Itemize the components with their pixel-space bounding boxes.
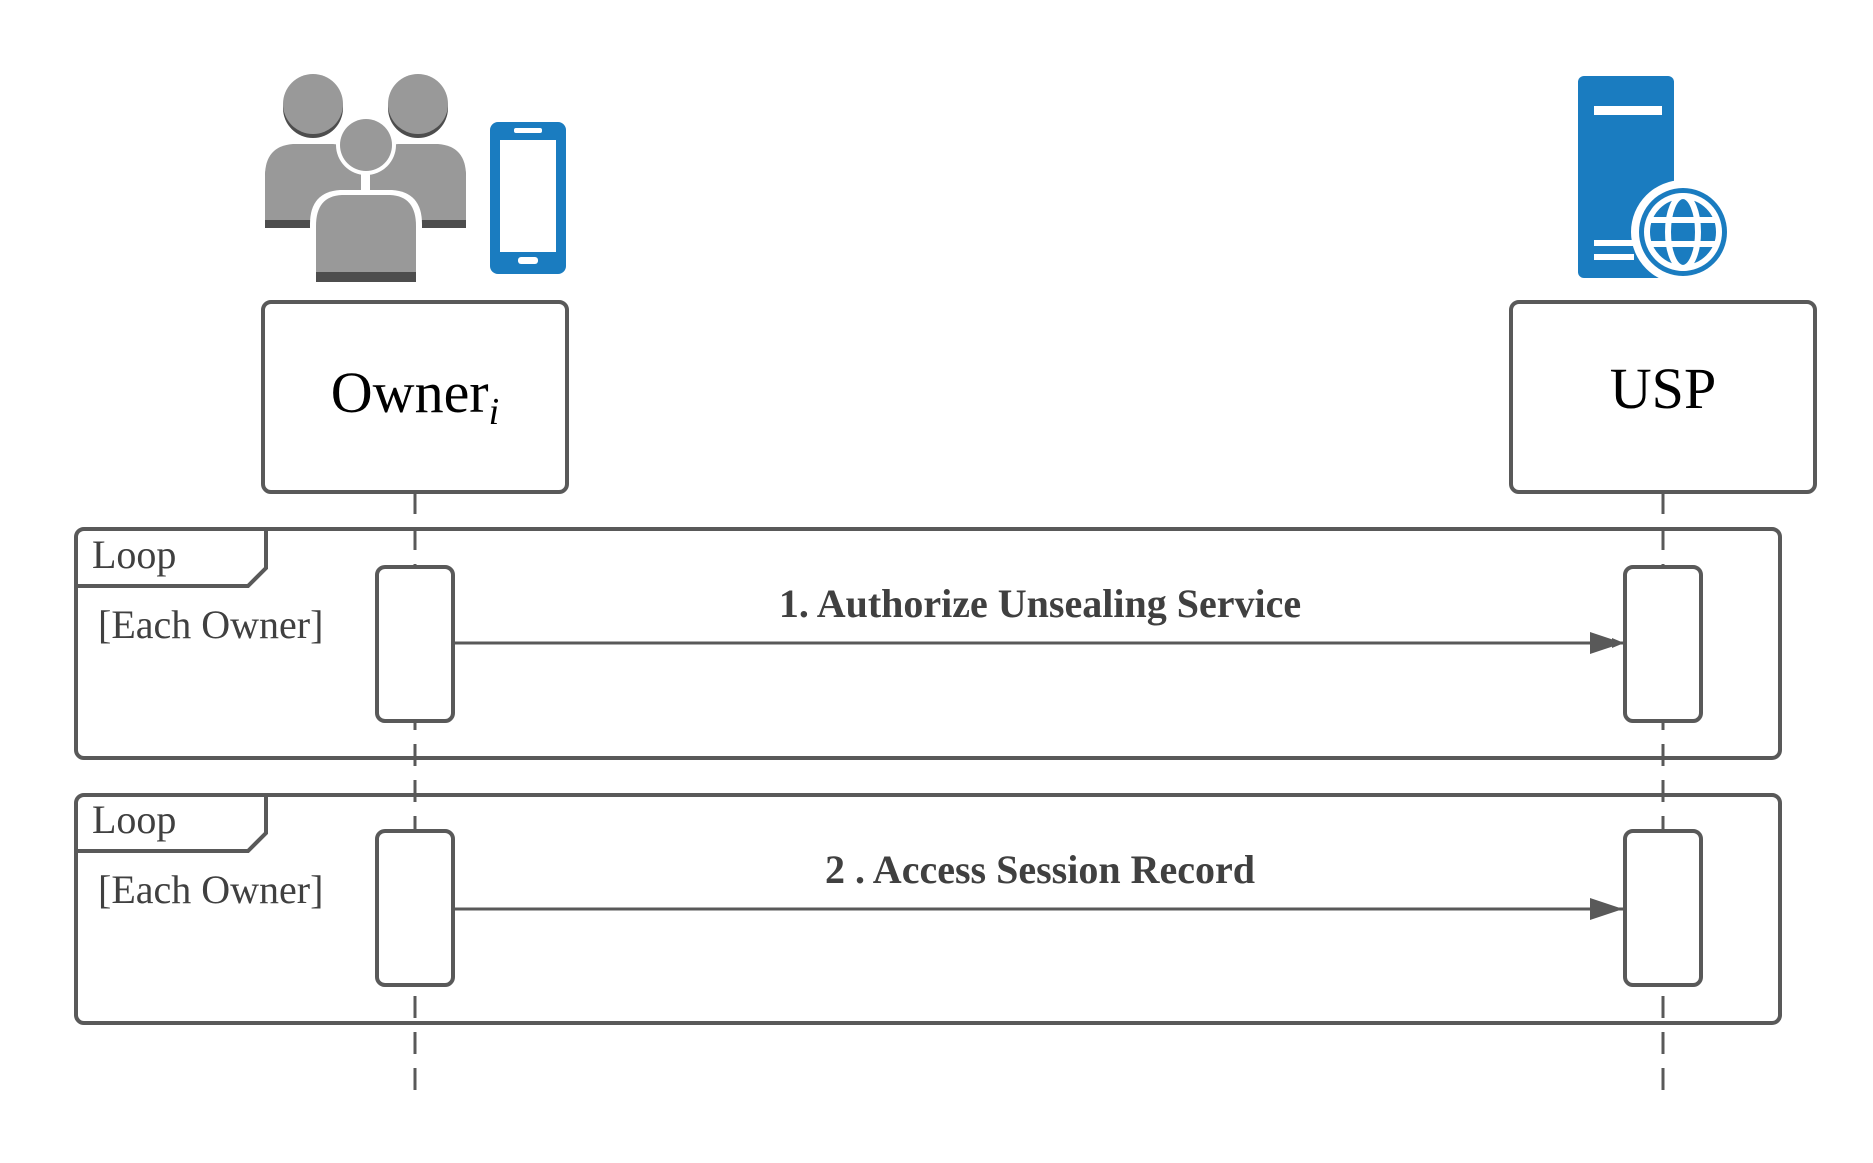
message-label: 2 . Access Session Record <box>825 847 1255 892</box>
loop-label: Loop <box>92 532 176 577</box>
owner-activation-bar <box>375 565 455 723</box>
arrowhead-icon <box>1590 632 1623 654</box>
participant-usp: USP <box>1509 300 1817 494</box>
loop-tab <box>76 529 268 588</box>
participant-owner: Owneri <box>261 300 569 494</box>
svg-text:Owneri: Owneri <box>331 360 499 433</box>
loop-guard: [Each Owner] <box>98 602 323 647</box>
loop-fragment-2: Loop [Each Owner] 2 . Access Session Rec… <box>74 793 1782 1025</box>
participant-owner-subscript: i <box>489 391 500 433</box>
loop-tab <box>76 795 268 853</box>
message-label: 1. Authorize Unsealing Service <box>779 581 1301 626</box>
loop-guard: [Each Owner] <box>98 867 323 912</box>
users-group-icon <box>265 74 466 284</box>
loop-label: Loop <box>92 797 176 842</box>
participant-owner-name: Owner <box>331 360 489 425</box>
arrowhead-icon <box>1590 898 1623 920</box>
participant-usp-name: USP <box>1610 356 1716 421</box>
owner-activation-bar <box>375 829 455 987</box>
loop-frame <box>74 793 1782 1025</box>
loop-fragment-1: Loop [Each Owner] 1. Authorize Unsealing… <box>74 527 1782 760</box>
loop-frame <box>74 527 1782 760</box>
usp-activation-bar <box>1623 829 1703 987</box>
web-server-icon <box>1578 76 1735 284</box>
smartphone-icon <box>490 122 566 274</box>
usp-activation-bar <box>1623 565 1703 723</box>
